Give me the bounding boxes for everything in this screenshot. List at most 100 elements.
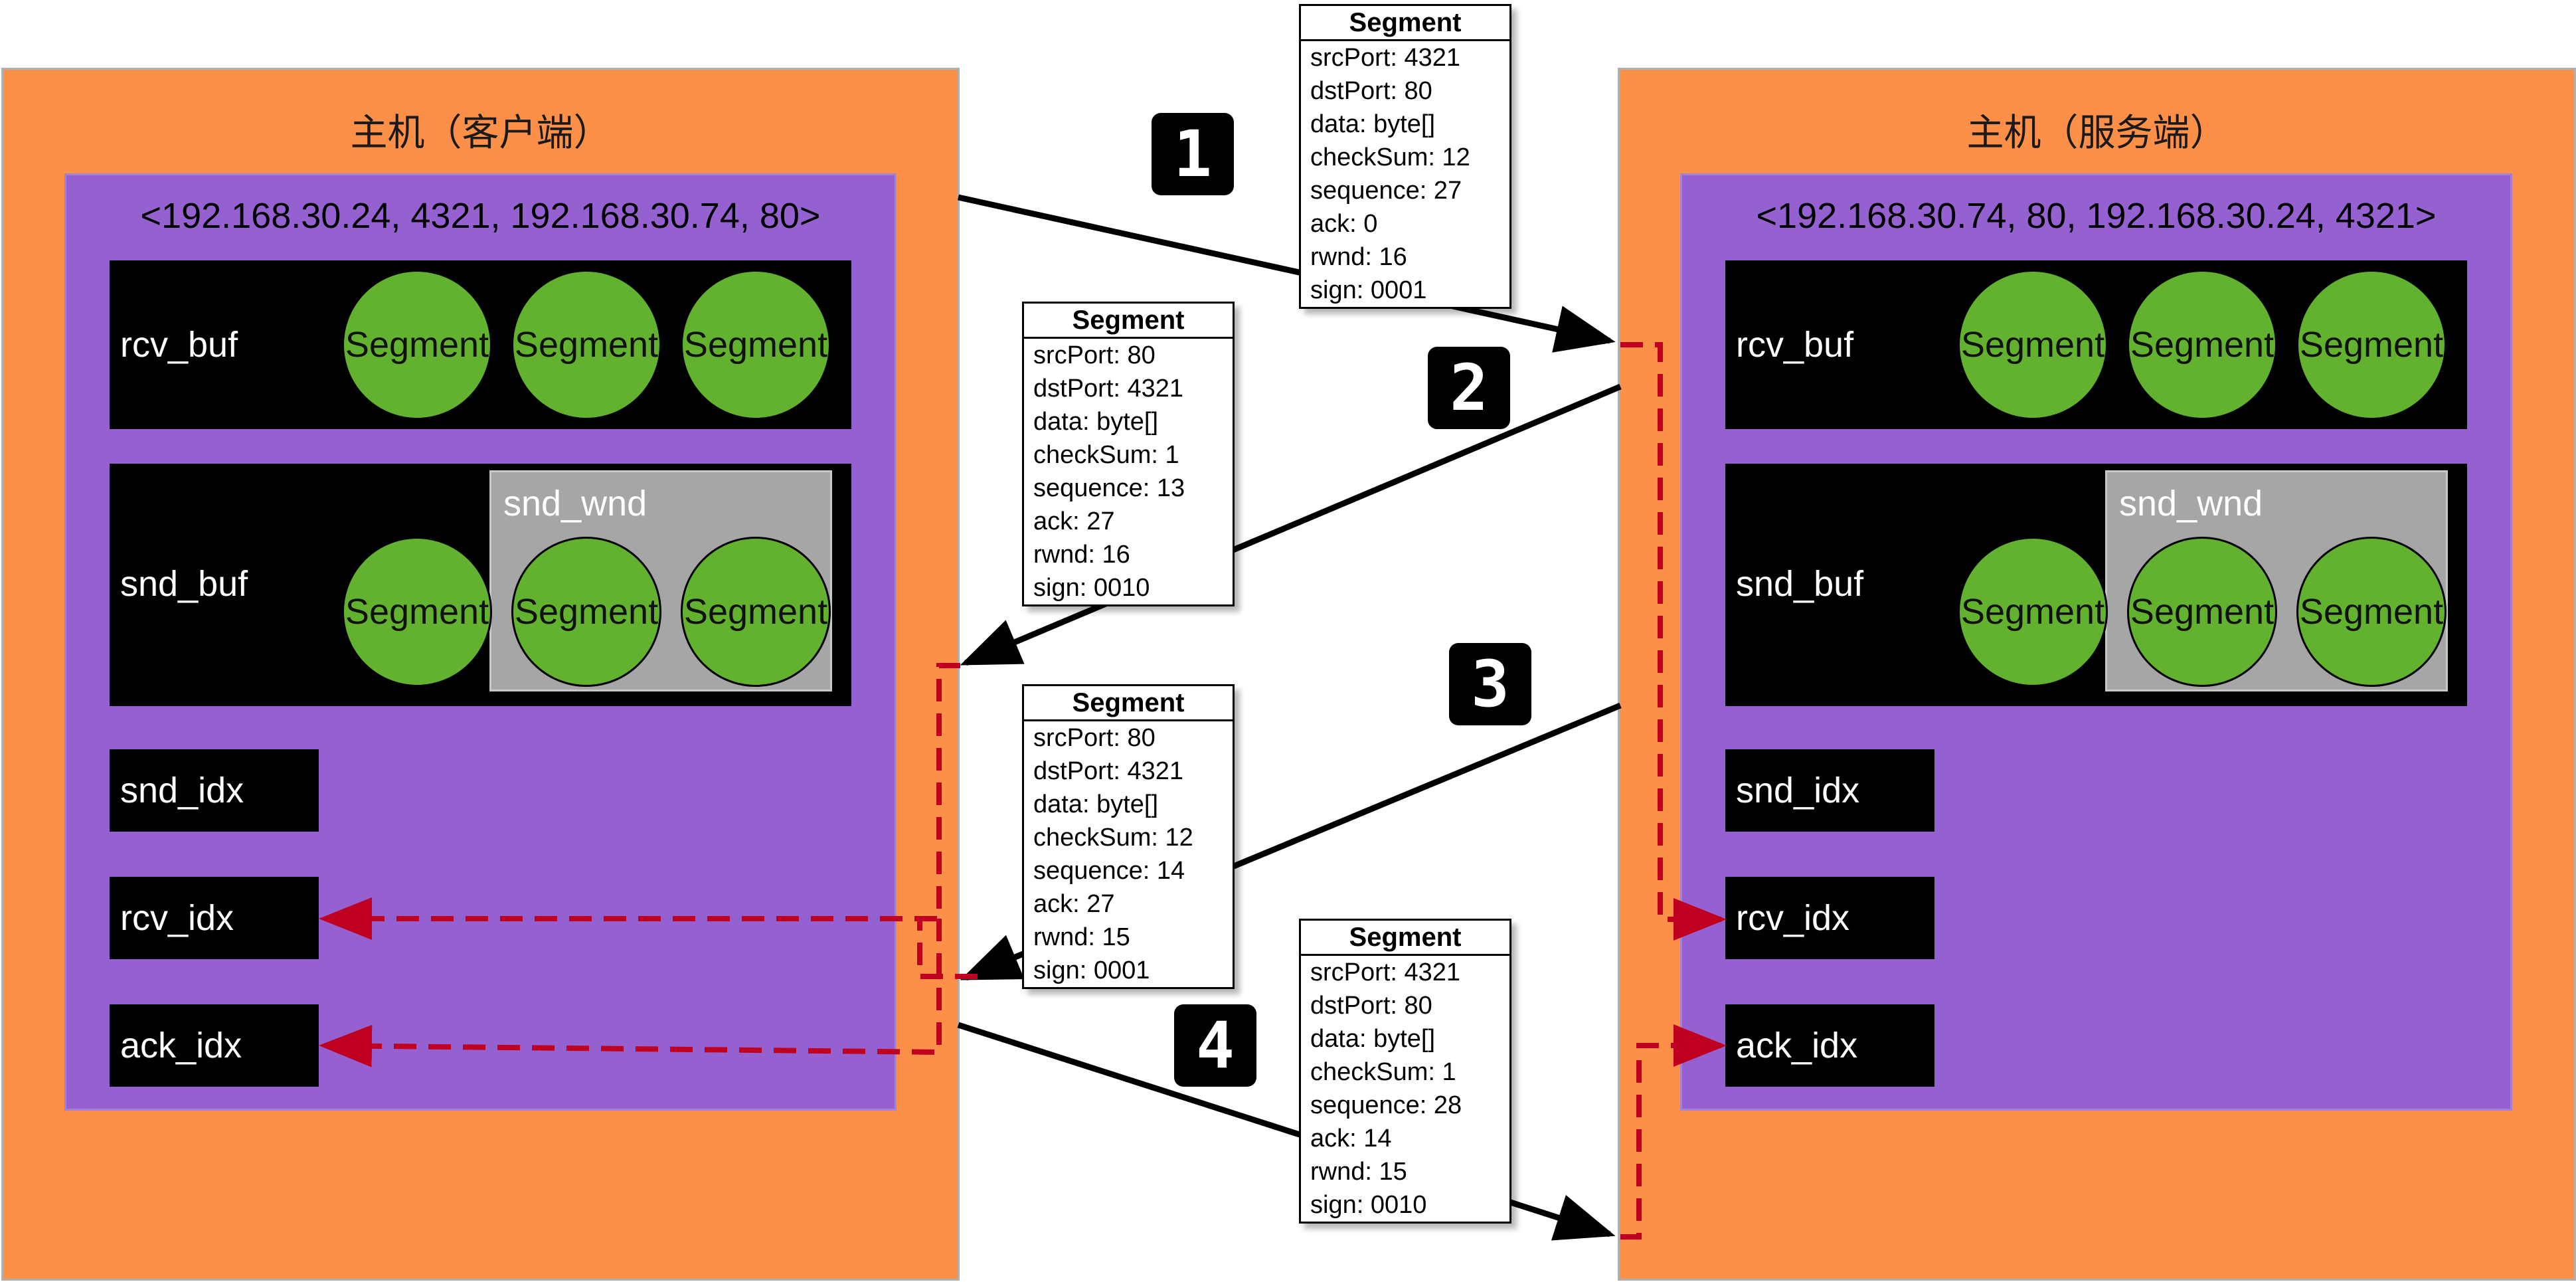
segment-circle-text: ment (2194, 325, 2275, 365)
segment-circle-text: ment (2025, 325, 2105, 365)
segment-circle-text: ment (578, 325, 659, 365)
dashed-arrow-server-ack-idx (1620, 1024, 1727, 1239)
segment-field: sign: 0010 (1033, 574, 1150, 602)
segment-field: sign: 0001 (1310, 276, 1427, 304)
server-connection-tuple: <192.168.30.74, 80, 192.168.30.24, 4321> (1756, 196, 2437, 236)
segment-circle-text: Seg (2299, 592, 2364, 632)
segment-circle-text: ment (409, 592, 489, 632)
server-snd-wnd-label: snd_wnd (2119, 484, 2263, 523)
server-rcv-idx: rcv_idx (1725, 877, 1934, 959)
segment-field: data: byte[] (1310, 1025, 1436, 1053)
segment-field: rwnd: 16 (1310, 243, 1407, 271)
segment-field: data: byte[] (1310, 110, 1436, 138)
segment-field: dstPort: 4321 (1033, 375, 1184, 403)
segment-box-2: Segment srcPort: 80 dstPort: 4321 data: … (1022, 302, 1235, 606)
segment-circle-text: ment (748, 325, 828, 365)
client-host-title: 主机（客户端） (350, 112, 611, 155)
segment-field: sequence: 14 (1033, 857, 1185, 885)
segment-field: dstPort: 4321 (1033, 757, 1184, 785)
segment-circle-text: Seg (1960, 325, 2025, 365)
segment-field: rwnd: 15 (1310, 1158, 1407, 1186)
segment-box-1: Segment srcPort: 4321 dstPort: 80 data: … (1299, 4, 1511, 309)
server-snd-buf-label: snd_buf (1736, 564, 1864, 604)
segment-circle-text: Seg (683, 325, 748, 365)
client-snd-idx: snd_idx (110, 749, 319, 832)
server-rcv-buf-label: rcv_buf (1736, 325, 1854, 365)
client-connection-tuple: <192.168.30.24, 4321, 192.168.30.74, 80> (140, 196, 821, 236)
segment-field: data: byte[] (1033, 408, 1159, 436)
segment-circle-text: Seg (2130, 592, 2195, 632)
client-snd-wnd-label: snd_wnd (503, 484, 647, 523)
segment-circle-text: Seg (2299, 325, 2364, 365)
segment-field: sign: 0001 (1033, 957, 1150, 984)
segment-field: checkSum: 12 (1310, 143, 1470, 171)
step-badge-3: 3 (1449, 643, 1531, 725)
segment-field: ack: 27 (1033, 507, 1115, 535)
segment-box-title: Segment (1301, 921, 1509, 956)
dashed-arrow-client-rcv-idx (319, 663, 960, 940)
segment-circle-text: Seg (514, 325, 579, 365)
segment-field: sequence: 27 (1310, 177, 1462, 205)
segment-field: dstPort: 80 (1310, 77, 1432, 105)
segment-field: srcPort: 80 (1033, 341, 1156, 369)
message-arrow-4 (957, 1022, 1616, 1241)
dashed-arrow-client-rcv-idx-branch (917, 919, 978, 979)
client-rcv-buf-label: rcv_buf (120, 325, 238, 365)
segment-field: srcPort: 4321 (1310, 44, 1460, 72)
segment-circle-text: ment (748, 592, 828, 632)
server-snd-idx: snd_idx (1725, 749, 1934, 832)
segment-field: checkSum: 1 (1310, 1058, 1456, 1086)
segment-box-4: Segment srcPort: 4321 dstPort: 80 data: … (1299, 919, 1511, 1224)
message-arrow-2 (960, 383, 1622, 666)
segment-circle-text: ment (409, 325, 489, 365)
segment-field: ack: 0 (1310, 210, 1378, 238)
segment-field: rwnd: 15 (1033, 923, 1130, 951)
segment-box-3: Segment srcPort: 80 dstPort: 4321 data: … (1022, 684, 1235, 989)
segment-field: srcPort: 4321 (1310, 959, 1460, 986)
segment-circle-text: ment (2025, 592, 2105, 632)
step-badge-2: 2 (1428, 347, 1510, 429)
server-host-title: 主机（服务端） (1966, 112, 2227, 155)
segment-field: sequence: 13 (1033, 474, 1185, 502)
server-ack-idx: ack_idx (1725, 1004, 1934, 1087)
segment-circle-text: Seg (683, 592, 748, 632)
client-snd-buf-label: snd_buf (120, 564, 248, 604)
segment-circle-text: Seg (345, 592, 410, 632)
segment-circle-text: ment (578, 592, 659, 632)
segment-field: rwnd: 16 (1033, 541, 1130, 569)
segment-field: data: byte[] (1033, 790, 1159, 818)
segment-box-title: Segment (1301, 6, 1509, 41)
step-badge-1: 1 (1152, 113, 1234, 195)
segment-circle-text: Seg (514, 592, 579, 632)
segment-field: dstPort: 80 (1310, 992, 1432, 1020)
dashed-arrow-client-ack-idx (319, 919, 942, 1067)
segment-field: checkSum: 12 (1033, 824, 1193, 852)
segment-circle-text: Seg (345, 325, 410, 365)
segment-circle-text: Seg (2130, 325, 2195, 365)
segment-box-title: Segment (1024, 686, 1233, 721)
dashed-arrow-server-rcv-idx (1620, 342, 1727, 941)
message-arrow-1 (958, 194, 1616, 353)
client-rcv-idx: rcv_idx (110, 877, 319, 959)
segment-field: ack: 27 (1033, 890, 1115, 918)
segment-circle-text: ment (2194, 592, 2275, 632)
segment-field: sign: 0010 (1310, 1191, 1427, 1219)
segment-field: checkSum: 1 (1033, 441, 1179, 469)
client-ack-idx: ack_idx (110, 1004, 319, 1087)
segment-field: srcPort: 80 (1033, 724, 1156, 752)
segment-circle-text: ment (2363, 325, 2444, 365)
segment-field: sequence: 28 (1310, 1091, 1462, 1119)
segment-box-title: Segment (1024, 304, 1233, 339)
